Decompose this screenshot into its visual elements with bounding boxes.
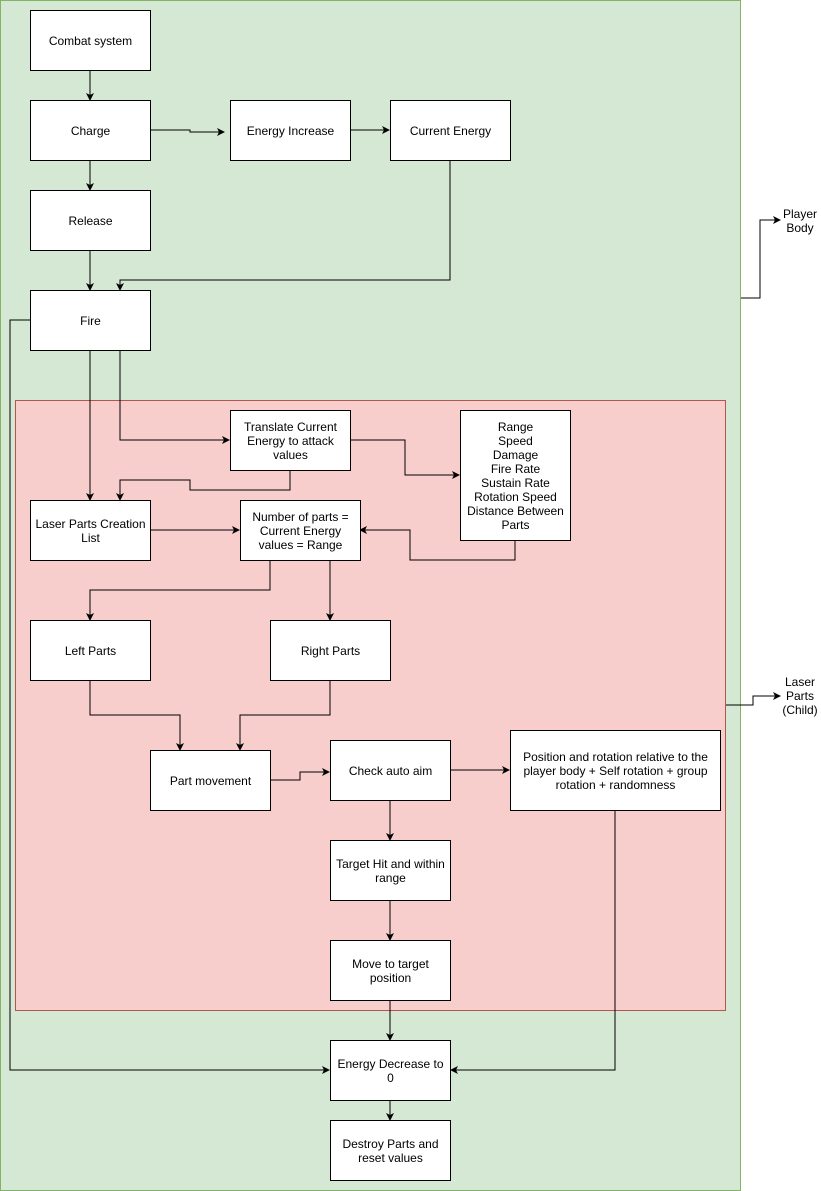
edge-player-body-bracket [741,216,781,299]
edge-laser-parts-bracket [726,692,781,706]
node-destroy-parts: Destroy Parts and reset values [330,1120,451,1181]
edge-charge-energy-increase [150,128,225,136]
node-energy-decrease: Energy Decrease to 0 [330,1040,451,1101]
edge-left-part-movement [89,680,184,751]
node-fire: Fire [30,290,151,351]
edge-part-movement-auto-aim [270,768,330,781]
edge-translate-creation-list [116,470,291,501]
node-attack-attributes: Range Speed Damage Fire Rate Sustain Rat… [460,410,571,541]
label-laser-parts: Laser Parts (Child) [782,675,818,717]
edge-current-energy-fire [116,160,451,291]
node-right-parts: Right Parts [270,620,391,681]
node-laser-parts-creation-list: Laser Parts Creation List [30,500,151,561]
edge-attributes-num-parts [359,526,516,561]
edge-fire-energy-decrease [9,319,330,1074]
node-number-of-parts: Number of parts = Current Energy values … [240,500,361,561]
node-energy-increase: Energy Increase [230,100,351,161]
label-player-body: Player Body [782,207,817,235]
node-release: Release [30,190,151,251]
edge-num-parts-left [86,560,271,621]
node-target-hit: Target Hit and within range [330,840,451,901]
node-left-parts: Left Parts [30,620,151,681]
edge-position-energy-decrease [450,810,616,1074]
node-position-rotation: Position and rotation relative to the pl… [510,730,721,811]
edge-translate-attributes [350,439,460,479]
node-check-auto-aim: Check auto aim [330,740,451,801]
edge-right-part-movement [236,680,331,751]
edge-fire-translate [119,350,230,444]
node-charge: Charge [30,100,151,161]
node-part-movement: Part movement [150,750,271,811]
node-move-to-target: Move to target position [330,940,451,1001]
node-current-energy: Current Energy [390,100,511,161]
node-translate-energy: Translate Current Energy to attack value… [230,410,351,471]
node-combat-system: Combat system [30,10,151,71]
